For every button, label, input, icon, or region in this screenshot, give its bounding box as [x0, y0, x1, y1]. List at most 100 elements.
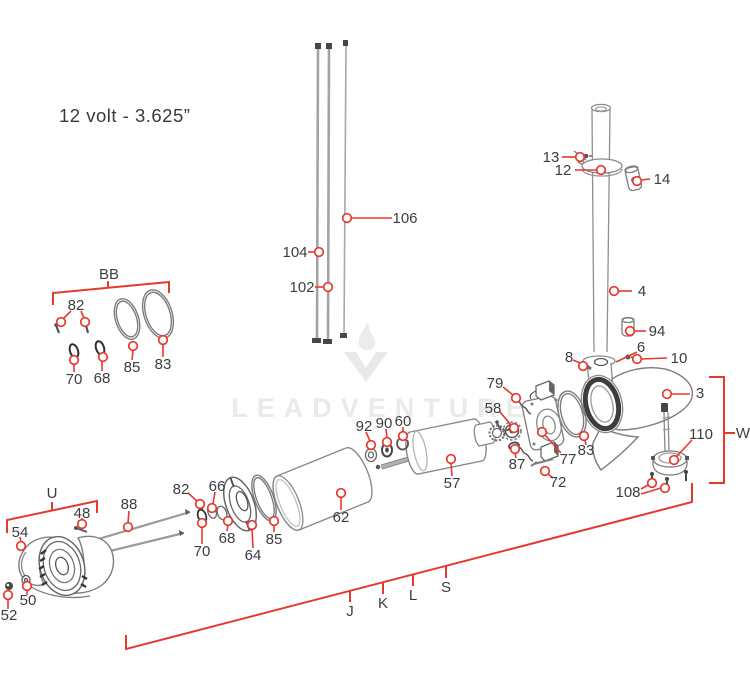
- svg-text:90: 90: [376, 415, 393, 432]
- front-housing-drawing: [5, 535, 115, 599]
- group-bracket-BB: BB: [52, 266, 170, 305]
- svg-text:3: 3: [696, 385, 704, 402]
- callout-54-32: 54: [12, 524, 29, 552]
- svg-text:BB: BB: [99, 266, 119, 283]
- svg-text:48: 48: [74, 505, 91, 522]
- callout-68-27: 68: [219, 515, 236, 547]
- group-bracket-W: W: [709, 376, 750, 484]
- callout-77-20: 77: [536, 426, 577, 468]
- callout-102-2: 102: [289, 279, 334, 296]
- callout-83-22: 83: [578, 430, 595, 459]
- callout-8-10: 8: [565, 349, 589, 372]
- svg-text:108: 108: [615, 484, 640, 501]
- svg-text:104: 104: [282, 244, 307, 261]
- watermark: LEADVENTURE: [231, 393, 533, 423]
- shaft-drawing: [573, 103, 643, 353]
- svg-text:82: 82: [68, 297, 85, 314]
- callout-92-16: 92: [356, 418, 377, 451]
- svg-text:102: 102: [289, 279, 314, 296]
- svg-text:8: 8: [565, 349, 573, 366]
- callout-14-5: 14: [631, 171, 671, 188]
- callout-48-33: 48: [74, 505, 91, 530]
- svg-text:52: 52: [1, 607, 18, 624]
- motor-housing-drawing: [195, 446, 373, 532]
- svg-text:83: 83: [578, 442, 595, 459]
- svg-text:94: 94: [649, 323, 666, 340]
- callout-4-6: 4: [608, 283, 646, 300]
- svg-text:106: 106: [392, 210, 417, 227]
- svg-text:92: 92: [356, 418, 373, 435]
- svg-text:50: 50: [20, 592, 37, 609]
- svg-text:68: 68: [94, 370, 111, 387]
- svg-text:13: 13: [543, 149, 560, 166]
- svg-text:87: 87: [509, 456, 526, 473]
- callout-83-40: 83: [155, 334, 172, 373]
- callout-70-37: 70: [66, 354, 83, 388]
- svg-text:82: 82: [173, 481, 190, 498]
- callout-108-13: 108: [615, 477, 671, 501]
- svg-text:6: 6: [637, 339, 645, 356]
- callout-12-4: 12: [555, 162, 607, 179]
- callout-110-12: 110: [668, 426, 713, 466]
- svg-text:79: 79: [487, 375, 504, 392]
- svg-text:4: 4: [638, 283, 646, 300]
- callout-82-36: 82: [55, 297, 91, 328]
- lower-unit-drawing: [580, 316, 694, 471]
- callout-104-1: 104: [282, 244, 325, 261]
- svg-text:58: 58: [485, 400, 502, 417]
- callout-6-8: 6: [615, 339, 645, 363]
- callout-62-24: 62: [333, 487, 350, 526]
- group-bracket-U: U: [6, 485, 98, 533]
- callout-90-17: 90: [376, 415, 393, 448]
- steering-cables-drawing: [312, 40, 348, 344]
- callout-72-21: 72: [539, 465, 567, 491]
- callout-13-3: 13: [543, 149, 586, 166]
- svg-text:60: 60: [395, 413, 412, 430]
- svg-text:S: S: [441, 579, 451, 596]
- callout-94-7: 94: [624, 323, 666, 340]
- svg-text:14: 14: [654, 171, 671, 188]
- callout-10-9: 10: [631, 350, 688, 367]
- svg-text:54: 54: [12, 524, 29, 541]
- callout-57-23: 57: [444, 453, 461, 492]
- svg-text:W: W: [736, 425, 750, 442]
- svg-text:64: 64: [245, 547, 262, 564]
- svg-text:66: 66: [209, 478, 226, 495]
- diagram-title: 12 volt - 3.625”: [59, 105, 190, 126]
- svg-text:83: 83: [155, 356, 172, 373]
- callout-70-28: 70: [194, 517, 211, 560]
- svg-text:85: 85: [124, 359, 141, 376]
- callout-88-31: 88: [121, 496, 138, 533]
- svg-text:88: 88: [121, 496, 138, 513]
- svg-text:62: 62: [333, 509, 350, 526]
- svg-text:68: 68: [219, 530, 236, 547]
- callout-68-38: 68: [94, 351, 111, 387]
- svg-text:72: 72: [550, 474, 567, 491]
- svg-text:U: U: [47, 485, 58, 502]
- callout-85-39: 85: [124, 340, 141, 376]
- svg-text:12: 12: [555, 162, 572, 179]
- callout-3-11: 3: [661, 385, 704, 402]
- svg-text:70: 70: [66, 371, 83, 388]
- callout-106-0: 106: [341, 210, 418, 227]
- svg-text:85: 85: [266, 531, 283, 548]
- callout-60-18: 60: [395, 413, 412, 442]
- callout-58-15: 58: [485, 400, 520, 434]
- callout-79-14: 79: [487, 375, 522, 404]
- callout-85-25: 85: [266, 515, 283, 548]
- svg-text:57: 57: [444, 475, 461, 492]
- callout-52-35: 52: [1, 589, 18, 624]
- callout-50-34: 50: [20, 580, 37, 609]
- callout-64-26: 64: [245, 519, 262, 564]
- svg-text:70: 70: [194, 543, 211, 560]
- svg-text:77: 77: [560, 451, 577, 468]
- svg-text:110: 110: [689, 426, 713, 443]
- svg-text:10: 10: [671, 350, 688, 367]
- svg-text:L: L: [409, 587, 417, 604]
- callout-66-29: 66: [206, 478, 226, 514]
- callout-82-30: 82: [173, 481, 206, 510]
